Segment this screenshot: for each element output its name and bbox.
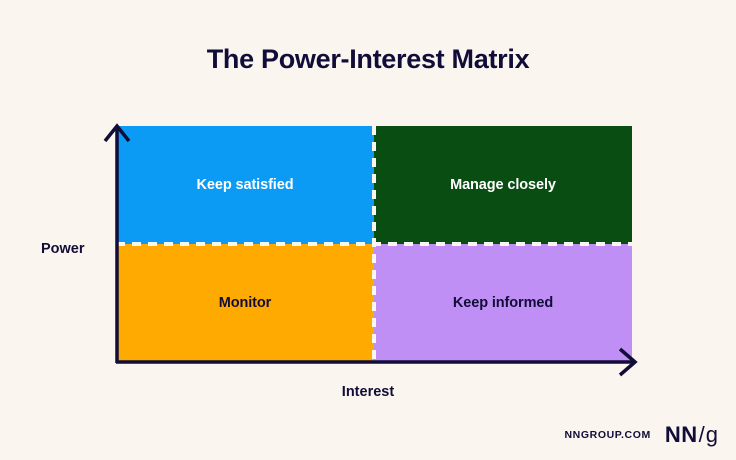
quadrant-manage-closely: Manage closely xyxy=(374,126,632,244)
site-attribution: NNGROUP.COM xyxy=(564,429,651,441)
logo-nn-text: NN xyxy=(664,422,698,447)
quadrant-label-monitor: Monitor xyxy=(218,295,272,311)
logo-slash-text: / xyxy=(698,422,705,447)
power-interest-matrix: Keep satisfied Manage closely Monitor Ke… xyxy=(116,126,632,362)
quadrant-label-keep-informed: Keep informed xyxy=(452,295,554,311)
quadrant-keep-informed: Keep informed xyxy=(374,244,632,362)
quadrant-label-manage-closely: Manage closely xyxy=(450,177,556,193)
x-axis-label: Interest xyxy=(341,384,395,400)
quadrant-keep-satisfied: Keep satisfied xyxy=(116,126,374,244)
page-title: The Power-Interest Matrix xyxy=(206,44,530,74)
quadrant-label-keep-satisfied: Keep satisfied xyxy=(196,177,294,193)
y-axis-label: Power xyxy=(41,241,85,257)
nng-logo: NN / g xyxy=(665,424,718,446)
logo-g-text: g xyxy=(705,422,718,447)
quadrant-monitor: Monitor xyxy=(116,244,374,362)
footer: NNGROUP.COM NN / g xyxy=(565,424,719,446)
